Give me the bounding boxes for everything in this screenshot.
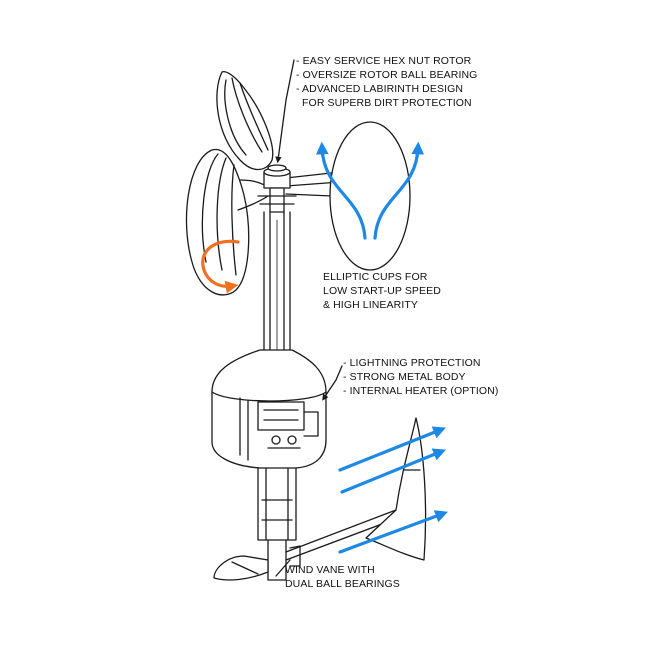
rotation-arrow — [201, 239, 240, 294]
callout-vane-line: WIND VANE WITH — [285, 564, 375, 576]
callout-cups-line: LOW START-UP SPEED — [323, 285, 441, 297]
rotor-hub — [257, 164, 297, 213]
callout-rotor-line: - EASY SERVICE HEX NUT ROTOR — [296, 55, 472, 67]
callout-vane: WIND VANE WITH DUAL BALL BEARINGS — [285, 563, 400, 591]
callout-leaders — [275, 59, 343, 577]
main-body — [211, 349, 327, 469]
callout-rotor-line: - ADVANCED LABIRINTH DESIGN — [296, 83, 464, 95]
cup-inset — [329, 121, 411, 271]
callout-rotor-line: FOR SUPERB DIRT PROTECTION — [296, 97, 472, 109]
callout-rotor-line: - OVERSIZE ROTOR BALL BEARING — [296, 69, 478, 81]
vane-paddle — [213, 555, 269, 581]
callout-cups-line: & HIGH LINEARITY — [323, 299, 418, 311]
callout-rotor: - EASY SERVICE HEX NUT ROTOR - OVERSIZE … — [296, 54, 477, 110]
callout-vane-line: DUAL BALL BEARINGS — [285, 578, 400, 590]
callout-body-line: - INTERNAL HEATER (OPTION) — [343, 385, 499, 397]
callout-body: - LIGHTNING PROTECTION - STRONG METAL BO… — [343, 356, 498, 398]
wind-arrows-vane — [338, 426, 448, 554]
callout-cups: ELLIPTIC CUPS FOR LOW START-UP SPEED & H… — [323, 270, 441, 312]
airflow-arrows-cup — [315, 141, 425, 240]
callout-cups-line: ELLIPTIC CUPS FOR — [323, 271, 428, 283]
callout-body-line: - LIGHTNING PROTECTION — [343, 357, 481, 369]
left-cup — [185, 148, 269, 296]
callout-body-line: - STRONG METAL BODY — [343, 371, 466, 383]
upper-cup — [216, 70, 274, 171]
